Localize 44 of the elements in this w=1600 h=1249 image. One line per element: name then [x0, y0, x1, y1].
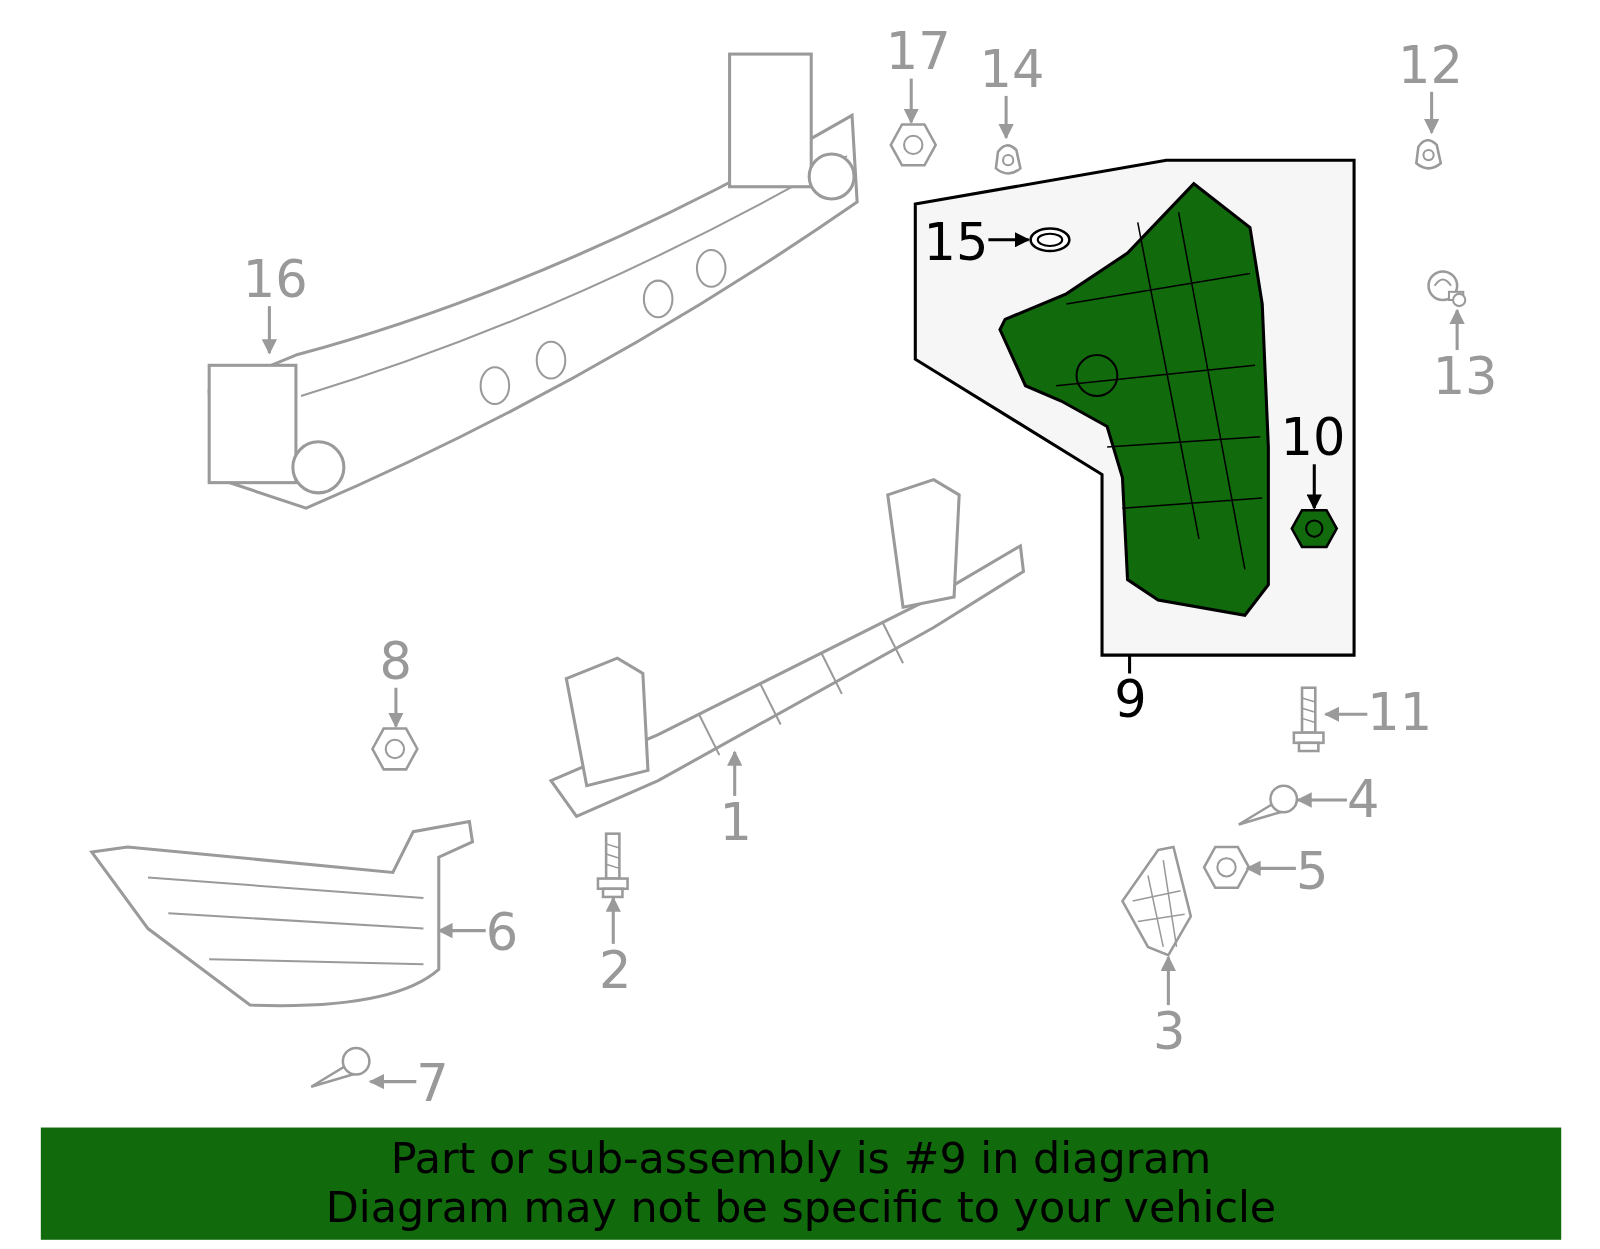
- nut-drawing: [1291, 508, 1337, 549]
- leader-arrow: [1296, 792, 1347, 808]
- notice-text: Part or sub-assembly is #9 in diagram: [390, 1134, 1212, 1184]
- leader-arrow: [368, 1073, 417, 1090]
- callout-number: 8: [379, 634, 413, 688]
- leader-arrow: [1306, 464, 1322, 510]
- nut-drawing: [1204, 844, 1247, 892]
- leader-arrow: [437, 922, 486, 939]
- callout-number: 2: [598, 943, 632, 997]
- callout-number: 11: [1367, 685, 1433, 739]
- leader-arrow: [1423, 91, 1440, 135]
- leader-arrow: [605, 896, 621, 944]
- leader-arrow: [261, 306, 278, 355]
- leader-arrow: [1160, 955, 1176, 1006]
- notice-text: Diagram may not be specific to your vehicle: [325, 1183, 1277, 1233]
- leader-arrow: [388, 687, 404, 729]
- callout-number: 1: [719, 795, 752, 849]
- callout-number: 4: [1346, 773, 1380, 827]
- highlight-panel: [915, 158, 1355, 656]
- bolt-drawing: [1290, 685, 1326, 754]
- seal-ring-drawing: [1028, 226, 1072, 254]
- callout-number: 13: [1432, 350, 1498, 404]
- callout-number: 16: [242, 253, 308, 307]
- callout-number: 15: [923, 216, 989, 270]
- leader-arrow: [903, 78, 919, 124]
- leader-arrow: [727, 750, 743, 796]
- leader-line: [1128, 655, 1132, 674]
- callout-number: 12: [1397, 38, 1463, 92]
- bolt-drawing: [594, 831, 632, 898]
- callout-number: 14: [979, 42, 1045, 96]
- callout-number: 6: [485, 906, 519, 960]
- callout-number: 10: [1280, 411, 1346, 465]
- leader-arrow: [988, 232, 1031, 248]
- nut-drawing: [372, 726, 420, 774]
- leader-arrow: [998, 95, 1014, 140]
- callout-number: 7: [416, 1057, 449, 1111]
- callout-number: 17: [885, 25, 951, 79]
- leader-arrow: [1449, 308, 1465, 350]
- callout-number: 3: [1153, 1005, 1186, 1059]
- callout-number: 5: [1295, 844, 1329, 898]
- leader-arrow: [1323, 706, 1368, 722]
- nut-drawing: [890, 122, 936, 168]
- leader-arrow: [1245, 860, 1296, 876]
- callout-number: 9: [1114, 673, 1147, 727]
